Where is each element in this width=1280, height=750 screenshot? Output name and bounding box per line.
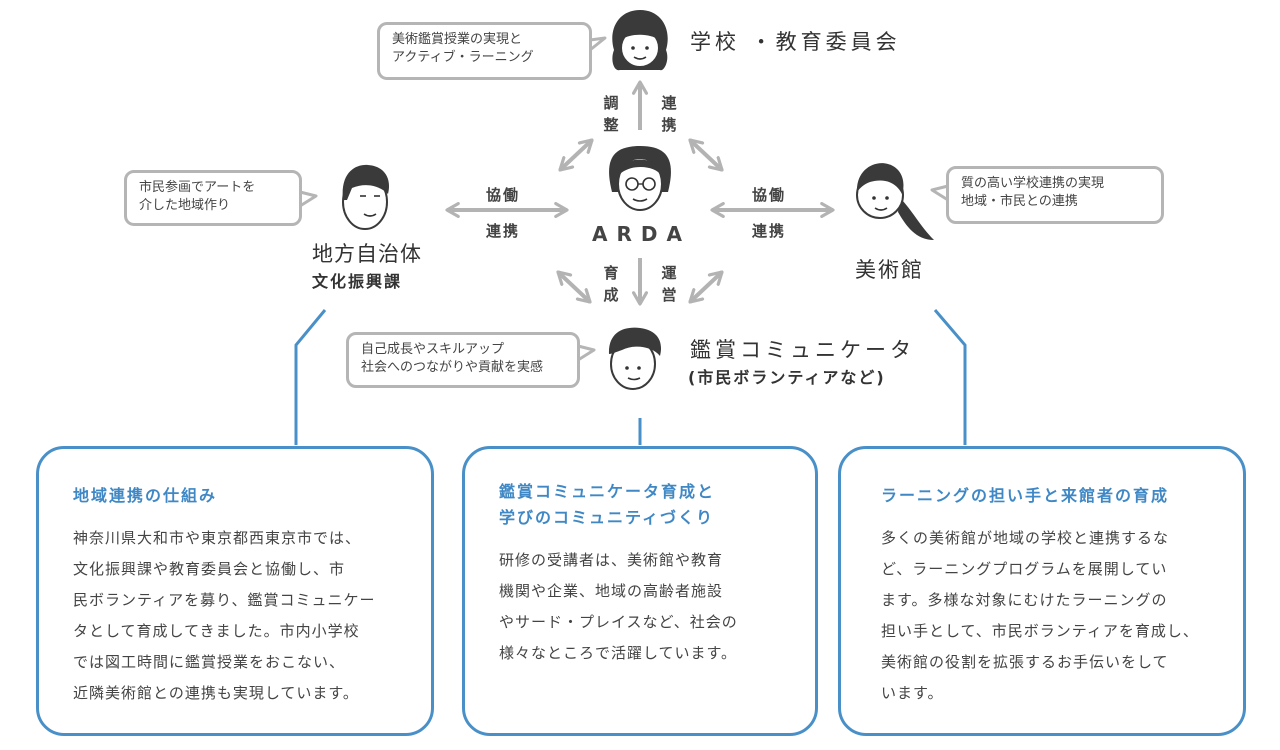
arrow-diag-bottom-left (556, 270, 592, 304)
card-body-line: やサード・プレイスなど、社会の (499, 613, 738, 631)
communicator-sublabel: (市民ボランティアなど) (688, 368, 886, 387)
localgov-sublabel: 文化振興課 (312, 272, 403, 291)
communicator-label: 鑑賞コミュニケータ (690, 338, 915, 362)
card-body-line: います。 (881, 684, 944, 702)
card-body-line: 近隣美術館との連携も実現しています。 (73, 684, 359, 702)
card-body-line: 研修の受講者は、美術館や教育 (499, 551, 724, 569)
arrow-diag-top-left (558, 138, 594, 172)
arda-staff-avatar-icon (609, 146, 671, 211)
card-body-line: 機関や企業、地域の高齢者施設 (499, 582, 724, 600)
card-title: ラーニングの担い手と来館者の育成 (881, 483, 1213, 509)
arrow-diag-top-right (688, 138, 724, 172)
museum-speech-bubble: 質の高い学校連携の実現 地域・市民との連携 (946, 166, 1164, 224)
card-body-line: 様々なところで活躍しています。 (499, 644, 738, 662)
arrow-diag-bottom-right (688, 270, 724, 304)
bubble-tail-localgov (299, 190, 318, 208)
bubble-line: 地域・市民との連携 (961, 194, 1078, 209)
card-title-line: 地域連携の仕組み (73, 486, 218, 505)
card-body-line: では図工時間に鑑賞授業をおこない、 (73, 653, 346, 671)
card-title: 鑑賞コミュニケータ育成と 学びのコミュニティづくり (499, 479, 785, 531)
relation-label-train: 育成 (603, 264, 619, 304)
card-title-line: ラーニングの担い手と来館者の育成 (881, 486, 1170, 505)
relation-label-coordinate: 調整 (603, 94, 619, 134)
card-body-line: ます。多様な対象にむけたラーニングの (881, 591, 1168, 609)
card-body: 神奈川県大和市や東京都西東京市では、 文化振興課や教育委員会と協働し、市 民ボラ… (73, 523, 401, 709)
card-body-line: 民ボランティアを募り、鑑賞コミュニケー (73, 591, 376, 609)
card-body-line: ど、ラーニングプログラムを展開してい (881, 560, 1168, 578)
card-body-line: 文化振興課や教育委員会と協働し、市 (73, 560, 346, 578)
bubble-line: 介した地域作り (139, 198, 231, 213)
relation-label-collaborate-left: 協働 (486, 186, 521, 204)
connector-line-right (933, 309, 967, 445)
bubble-tail-school (589, 36, 607, 52)
relation-label-cooperate-top: 連携 (661, 94, 677, 134)
bubble-tail-communicator (577, 344, 596, 362)
communicator-avatar-icon (608, 327, 662, 390)
bubble-line: 市民参画でアートを (139, 180, 256, 195)
card-body-line: 神奈川県大和市や東京都西東京市では、 (73, 529, 362, 547)
relation-label-collaborate-right: 協働 (752, 186, 787, 204)
school-speech-bubble: 美術鑑賞授業の実現と アクティブ・ラーニング (377, 22, 592, 80)
card-title-line: 学びのコミュニティづくり (499, 508, 715, 527)
card-body: 多くの美術館が地域の学校と連携するな ど、ラーニングプログラムを展開してい ます… (881, 523, 1213, 709)
bubble-line: 質の高い学校連携の実現 (961, 176, 1105, 191)
arda-label: ARDA (592, 222, 691, 246)
communicator-speech-bubble: 自己成長やスキルアップ 社会へのつながりや貢献を実感 (346, 332, 580, 388)
localgov-speech-bubble: 市民参画でアートを 介した地域作り (124, 170, 302, 226)
card-body: 研修の受講者は、美術館や教育 機関や企業、地域の高齢者施設 やサード・プレイスな… (499, 545, 785, 669)
bubble-tail-museum (930, 184, 949, 202)
relation-label-cooperate-left: 連携 (486, 222, 521, 240)
card-body-line: 美術館の役割を拡張するお手伝いをして (881, 653, 1169, 671)
teacher-avatar-icon (612, 10, 668, 71)
card-title: 地域連携の仕組み (73, 483, 401, 509)
card-regional-partnership: 地域連携の仕組み 神奈川県大和市や東京都西東京市では、 文化振興課や教育委員会と… (36, 446, 434, 736)
card-learning-facilitators: ラーニングの担い手と来館者の育成 多くの美術館が地域の学校と連携するな ど、ラー… (838, 446, 1246, 736)
card-title-line: 鑑賞コミュニケータ育成と (499, 482, 716, 501)
card-body-line: 多くの美術館が地域の学校と連携するな (881, 529, 1170, 547)
card-body-line: 担い手として、市民ボランティアを育成し、 (881, 622, 1199, 640)
curator-avatar-icon (856, 163, 934, 240)
bubble-line: アクティブ・ラーニング (392, 50, 534, 65)
school-label: 学校 ・教育委員会 (690, 30, 901, 54)
museum-label: 美術館 (855, 258, 924, 282)
bubble-line: 自己成長やスキルアップ (361, 342, 505, 357)
card-body-line: タとして育成してきました。市内小学校 (73, 622, 360, 640)
bubble-line: 社会へのつながりや貢献を実感 (361, 360, 544, 375)
localgov-label: 地方自治体 (312, 242, 422, 266)
bubble-line: 美術鑑賞授業の実現と (392, 32, 523, 47)
official-avatar-icon (342, 164, 390, 230)
card-communicator-training: 鑑賞コミュニケータ育成と 学びのコミュニティづくり 研修の受講者は、美術館や教育… (462, 446, 818, 736)
connector-line-left (294, 309, 327, 445)
relation-label-operate: 運営 (661, 264, 677, 304)
relation-label-cooperate-right: 連携 (752, 222, 787, 240)
